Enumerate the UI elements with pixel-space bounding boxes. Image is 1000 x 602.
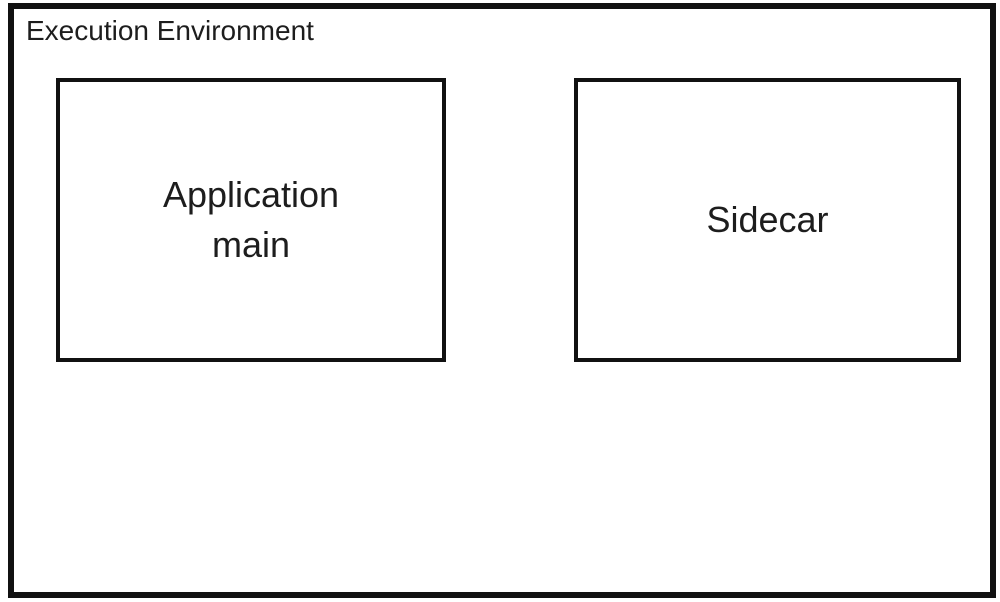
application-main-label: Application main bbox=[163, 170, 339, 271]
execution-environment-label: Execution Environment bbox=[26, 15, 314, 46]
application-main-label-line1: Application bbox=[162, 173, 340, 215]
sidecar-box: Sidecar bbox=[574, 78, 961, 362]
execution-environment-box: Execution Environment Application main S… bbox=[8, 3, 996, 598]
application-main-box: Application main bbox=[56, 78, 446, 362]
application-main-label-line2: main bbox=[211, 224, 291, 265]
sidecar-label: Sidecar bbox=[706, 198, 829, 240]
